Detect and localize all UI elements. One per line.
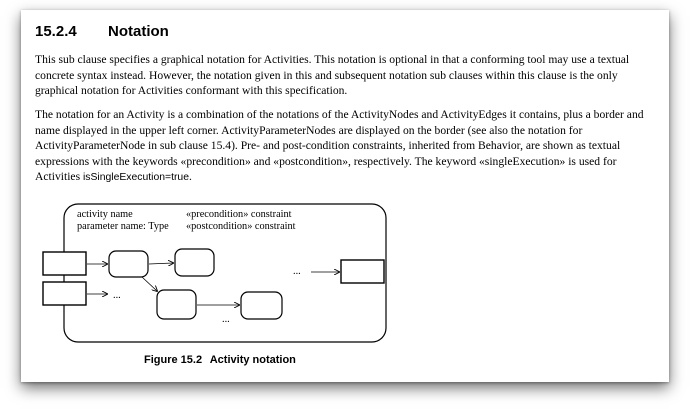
- section-number: 15.2.4: [35, 23, 77, 40]
- ellipsis-bottom: ...: [222, 314, 230, 325]
- single-execution-code: isSingleExecution=true: [82, 172, 189, 184]
- figure-title: Activity notation: [209, 354, 296, 366]
- input-parameter-node-2: [42, 281, 87, 306]
- paragraph-notation: The notation for an Activity is a combin…: [35, 107, 661, 186]
- section-heading: 15.2.4 Notation: [35, 22, 169, 42]
- edge-action1-to-action3: [141, 276, 157, 291]
- action-node-2: [174, 248, 215, 277]
- precondition-label: «precondition» constraint: [186, 209, 292, 220]
- document-page: 15.2.4 Notation This sub clause specifies…: [21, 10, 669, 382]
- ellipsis-left: ...: [113, 290, 121, 301]
- activity-name-label: activity name: [77, 209, 133, 220]
- edge-action1-to-action2: [148, 263, 173, 264]
- paragraph-notation-end: .: [188, 170, 192, 184]
- paragraph-intro: This sub clause specifies a graphical no…: [35, 53, 630, 98]
- input-parameter-node-1: [42, 251, 87, 276]
- action-node-1: [108, 250, 149, 278]
- activity-diagram: activity name parameter name: Type «prec…: [42, 203, 387, 343]
- ellipsis-right: ...: [293, 266, 301, 277]
- figure-number: Figure 15.2: [144, 354, 203, 366]
- activity-notation-figure: activity name parameter name: Type «prec…: [21, 200, 421, 350]
- postcondition-label: «postcondition» constraint: [186, 221, 296, 232]
- section-title: Notation: [108, 23, 169, 40]
- figure-caption: Figure 15.2 Activity notation: [144, 353, 296, 367]
- action-node-4: [240, 291, 283, 320]
- paragraph-notation-text: The notation for an Activity is a combin…: [35, 108, 644, 184]
- output-parameter-node: [340, 259, 385, 284]
- action-node-3: [156, 289, 197, 320]
- parameter-label: parameter name: Type: [77, 221, 169, 232]
